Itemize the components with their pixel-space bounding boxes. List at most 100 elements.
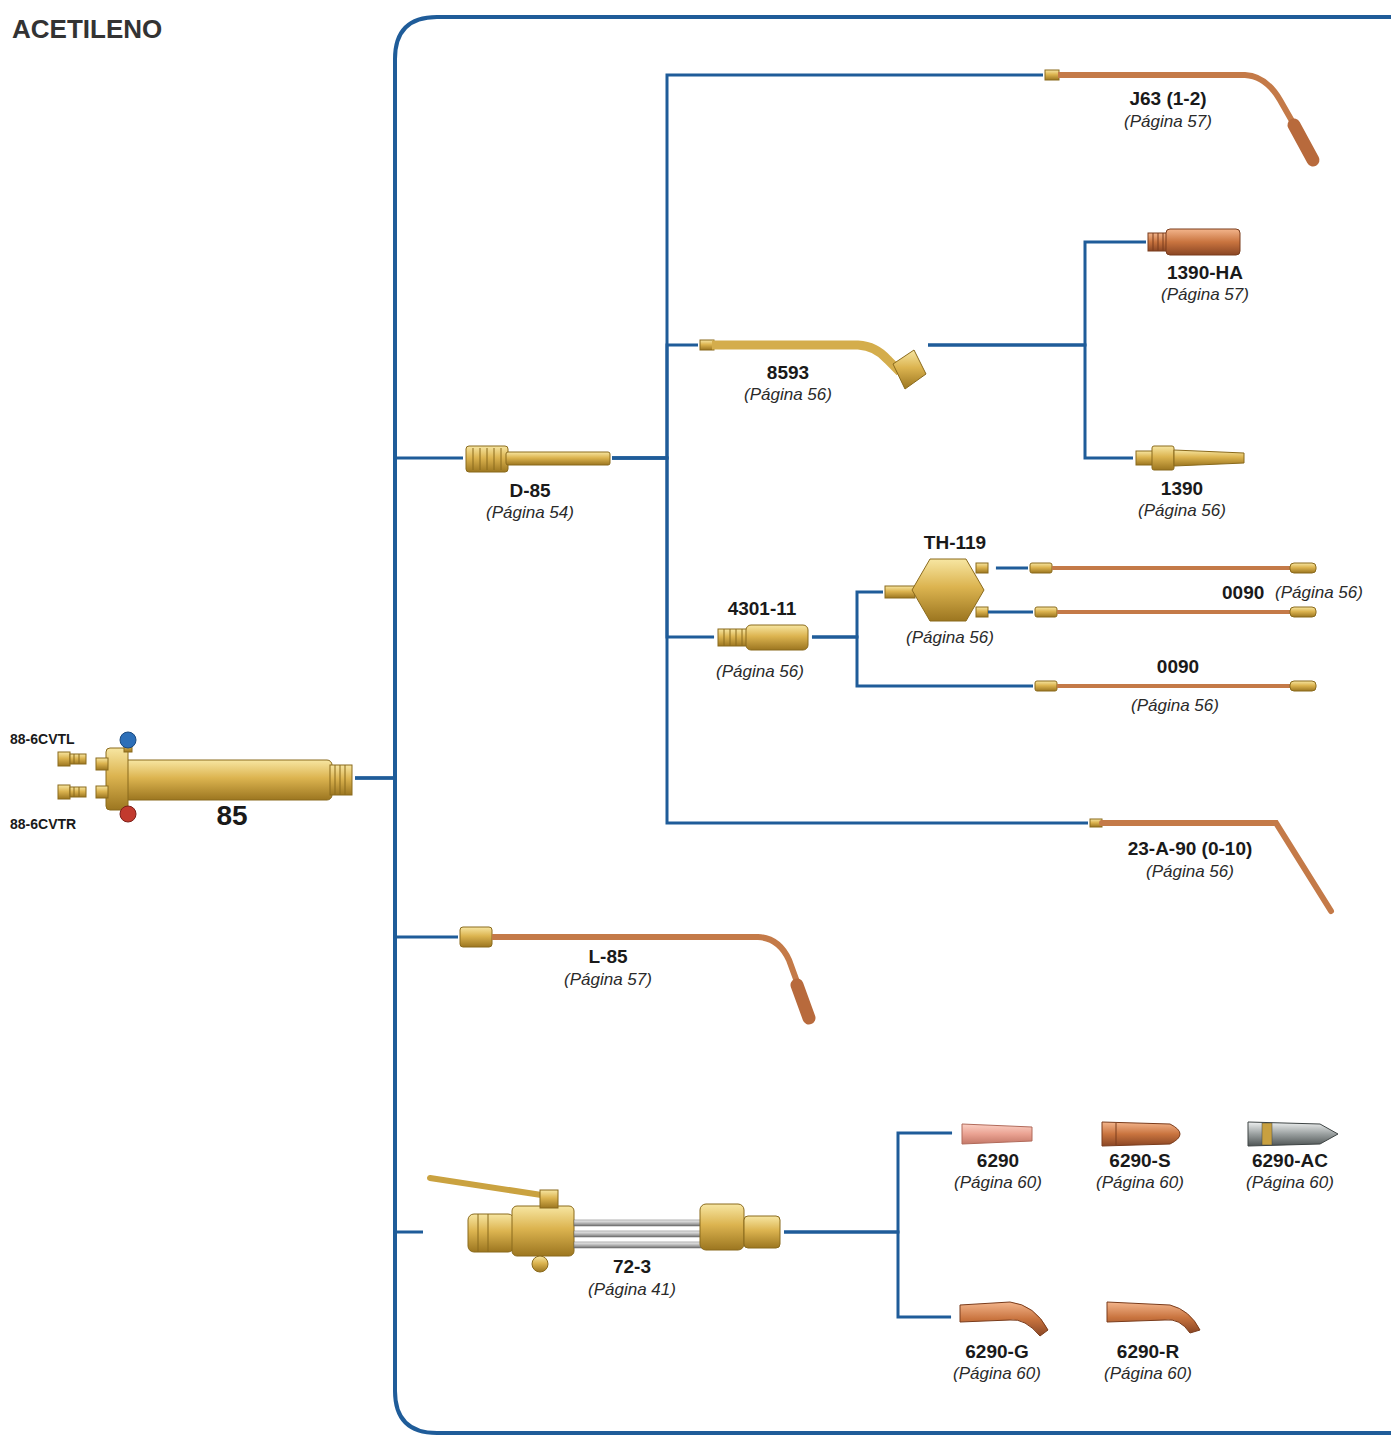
torch-handle [120,806,136,822]
mixer-part [480,448,481,470]
part-number: 8593 [767,362,809,384]
torch-handle [96,758,108,770]
page-reference: (Página 56) [1138,501,1226,521]
page-reference: (Página 41) [588,1280,676,1300]
part-item: 1390-HA(Página 57) [1146,227,1251,307]
cutting-tip [1262,1123,1272,1145]
cutting-attachment [574,1220,704,1226]
torch-handle [106,748,128,810]
nozzle-tip [1136,451,1154,465]
welding-tip [1045,70,1313,160]
adaptor [724,629,725,646]
page-reference: (Página 57) [1124,112,1212,132]
part-number: J63 (1-2) [1129,88,1206,110]
cutting-tip [1102,1122,1180,1146]
tree-connector [812,592,883,637]
torch-handle [120,760,332,800]
part-item: 6290-R(Página 60) [1102,1298,1203,1386]
cutting-tip [1107,1302,1200,1333]
twin-head [912,559,984,621]
adaptor [730,629,731,646]
part-item: 1390(Página 56) [1133,444,1247,523]
flexible-rod [1052,566,1292,570]
tree-connector [996,567,1028,570]
cutting-attachment [468,1214,514,1252]
cutting-tip [962,1124,1032,1144]
part-item: J63 (1-2)(Página 57) [1043,66,1322,170]
tree-connector [355,458,463,778]
nozzle-tip [1136,446,1244,470]
tree-connector [928,242,1146,345]
flexible-rod [1035,681,1057,691]
part-item: 6290-AC(Página 60) [1244,1118,1342,1195]
cutting-attachment [700,1204,744,1250]
page-reference: (Página 56) [744,385,832,405]
hose-fitting [58,785,86,799]
cutting-tip [1102,1122,1180,1146]
mixer-part [494,448,495,470]
hose-fitting [79,754,80,764]
part-number: 6290-AC [1252,1150,1328,1172]
part-item: 88-6CVTR [8,782,90,834]
heating-nozzle [1166,229,1240,255]
cutting-attachment [478,1214,479,1252]
flexible-rod [1035,681,1316,691]
cutting-attachment [512,1206,574,1256]
part-item: 0090(Página 56) [1033,654,1319,718]
cutting-tip [962,1124,1032,1144]
welding-tip [797,985,809,1018]
adaptor [718,625,808,650]
heating-nozzle [1153,233,1154,251]
heating-nozzle [1148,233,1168,251]
part-item: 6290-G(Página 60) [951,1298,1052,1386]
part-item: 4301-11(Página 56) [714,596,812,684]
tree-connector [355,778,458,937]
twin-head [885,559,988,621]
part-number: L-85 [588,946,627,968]
twin-head [976,607,988,617]
part-number: 85 [216,800,247,832]
mixer-part [506,452,610,465]
heating-nozzle [1148,229,1240,255]
cutting-tip [960,1302,1048,1336]
cutting-attachment [430,1178,548,1196]
diagram-title: ACETILENO [12,14,162,45]
part-number: TH-119 [924,532,986,554]
torch-handle [340,765,341,795]
cutting-tip [1116,1123,1117,1145]
part-number: 4301-11 [728,598,797,620]
part-number: 6290-G [965,1341,1028,1363]
torch-handle [120,732,136,748]
part-number: 6290-R [1117,1341,1179,1363]
cutting-tip [1107,1302,1200,1333]
page-reference: (Página 57) [564,970,652,990]
hose-fitting [58,785,70,799]
welding-tip [1045,70,1059,80]
welding-tip [460,927,809,1018]
part-number: 72-3 [613,1256,651,1278]
cutting-tip [960,1302,1048,1336]
part-number: 88-6CVTR [10,816,76,832]
cutting-attachment [574,1231,704,1237]
flexible-rod [988,611,1033,614]
page-reference: (Página 56) [1275,583,1363,603]
tree-connector [784,1133,952,1232]
part-number: D-85 [509,480,550,502]
hose-fitting [74,754,75,764]
twin-head [976,563,988,573]
page-reference: (Página 57) [1161,285,1249,305]
part-item: 85 [93,729,355,834]
torch-handle [96,786,108,798]
page-reference: (Página 60) [954,1173,1042,1193]
cutting-attachment [430,1178,780,1272]
part-number: 23-A-90 (0-10) [1128,838,1253,860]
welding-tip [1294,125,1313,160]
mixer-part [501,448,502,470]
part-item: 0090(Página 56) [1028,560,1365,606]
part-number: 1390-HA [1167,262,1243,284]
part-number: 6290 [977,1150,1019,1172]
tree-connector [612,458,1088,823]
hose-fitting [70,787,86,797]
mixer-part [466,446,508,472]
cutting-attachment [532,1256,548,1272]
